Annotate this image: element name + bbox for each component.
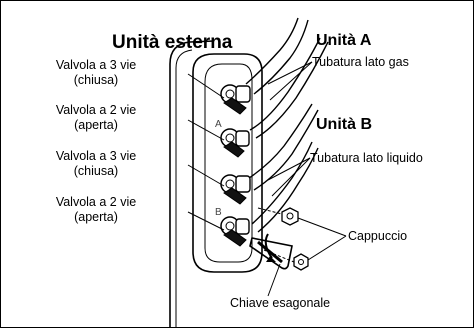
leader-valve-1 — [187, 73, 225, 99]
valve-1-state: (chiusa) — [73, 73, 119, 87]
liquid-pipe-a — [249, 37, 321, 131]
gas-pipe-b — [245, 103, 313, 181]
valve-1 — [220, 84, 251, 115]
liquid-pipe-b — [251, 141, 313, 225]
gas-pipe-label: Tubatura lato gas — [312, 55, 409, 69]
liquid-pipe-label: Tubatura lato liquido — [310, 151, 423, 165]
gas-pipe-a — [245, 17, 299, 85]
leader-valve-3 — [187, 164, 225, 187]
valve-1-type: Valvola a 3 vie — [55, 58, 137, 72]
valve-2-state: (aperta) — [74, 118, 118, 132]
outdoor-unit-side — [169, 40, 215, 328]
leader-hex-key — [267, 263, 281, 297]
unit-b-label: Unità B — [316, 116, 372, 133]
valve-3-type: Valvola a 3 vie — [55, 149, 137, 163]
valve-2 — [220, 128, 250, 158]
leader-liquid — [267, 157, 311, 181]
mark-b: B — [215, 207, 222, 218]
cap-lower — [293, 253, 309, 271]
unit-a-label: Unità A — [316, 32, 372, 49]
leader-cap-1 — [297, 217, 347, 237]
hex-key-label: Chiave esagonale — [230, 296, 331, 310]
cap-label: Cappuccio — [348, 229, 408, 243]
leader-valve-2 — [187, 119, 225, 141]
leader-gas — [267, 61, 313, 85]
valve-3-state: (chiusa) — [73, 164, 119, 178]
mark-a: A — [215, 119, 222, 130]
leader-valve-4 — [187, 211, 225, 231]
outdoor-unit-corner — [175, 49, 193, 328]
leader-cap-2 — [307, 235, 347, 261]
cap-upper — [281, 207, 299, 226]
outdoor-unit-title: Unità esterna — [112, 32, 233, 53]
valve-4 — [220, 216, 250, 247]
valve-3 — [220, 174, 251, 205]
valve-4-state: (aperta) — [74, 210, 118, 224]
valve-4-type: Valvola a 2 vie — [55, 195, 137, 209]
valve-2-type: Valvola a 2 vie — [55, 103, 137, 117]
